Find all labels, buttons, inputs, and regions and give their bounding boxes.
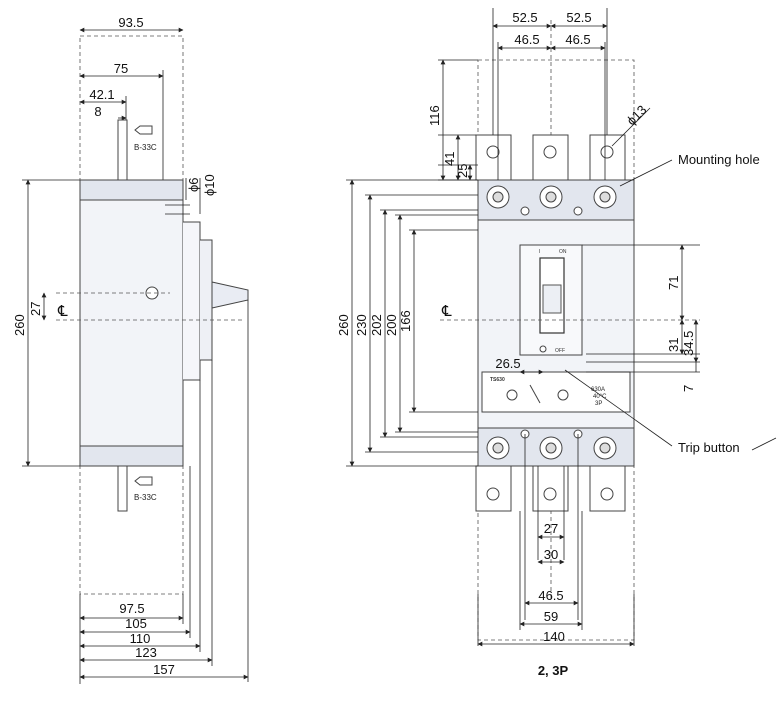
busbar-label-top: B-33C bbox=[134, 143, 157, 152]
handle-i-label: I bbox=[539, 249, 540, 255]
front-envelope bbox=[477, 59, 635, 641]
side-cover bbox=[183, 221, 201, 381]
side-dim-97-5: 97.5 bbox=[119, 601, 144, 616]
nameplate-temp: 40°C bbox=[593, 394, 607, 400]
front-view: I ON OFF TS630 630A 40°C 3P ℄ 52.5 52.5 … bbox=[336, 8, 777, 678]
front-dim-71: 71 bbox=[666, 276, 681, 290]
front-dim-top-52-5-right: 52.5 bbox=[566, 10, 591, 25]
front-dim-30: 30 bbox=[544, 547, 558, 562]
side-dim-123: 123 bbox=[135, 645, 157, 660]
trip-button bbox=[539, 345, 547, 353]
arrow-bolt-icon bbox=[134, 476, 153, 486]
nameplate-amps: 630A bbox=[591, 387, 605, 393]
side-dim-8: 8 bbox=[94, 104, 101, 119]
front-dim-260: 260 bbox=[336, 314, 351, 336]
busbar-label-bottom: B-33C bbox=[134, 493, 157, 502]
front-dim-top-52-5-left: 52.5 bbox=[512, 10, 537, 25]
front-dim-25: 25 bbox=[455, 164, 470, 178]
front-dim-202: 202 bbox=[369, 314, 384, 336]
side-dim-27: 27 bbox=[28, 302, 43, 316]
front-dim-230: 230 bbox=[354, 314, 369, 336]
front-dim-166: 166 bbox=[398, 310, 413, 332]
front-dim-34-5: 34.5 bbox=[681, 331, 696, 356]
side-dim-110: 110 bbox=[130, 631, 151, 646]
side-busbar-top bbox=[117, 119, 128, 181]
front-dim-phi13: ϕ13 bbox=[624, 102, 650, 128]
side-dim-105: 105 bbox=[125, 616, 147, 631]
side-cover-front bbox=[200, 239, 213, 361]
side-busbar-bottom bbox=[117, 465, 128, 512]
front-dim-59: 59 bbox=[544, 609, 558, 624]
front-centerline-symbol: ℄ bbox=[441, 303, 452, 320]
side-top-cap bbox=[79, 179, 184, 201]
side-view: 93.5 75 42.1 8 B-33C B-33C ϕ6 ϕ10 ℄ bbox=[12, 15, 249, 684]
side-dim-phi6: ϕ6 bbox=[186, 177, 201, 192]
side-dim-phi10: ϕ10 bbox=[202, 174, 217, 196]
nameplate bbox=[481, 371, 631, 413]
front-dim-31: 31 bbox=[666, 338, 681, 352]
nameplate-poles: 3P bbox=[595, 401, 602, 407]
front-dim-26-5: 26.5 bbox=[495, 356, 520, 371]
front-dim-top-46-5-left: 46.5 bbox=[514, 32, 539, 47]
front-dim-200: 200 bbox=[384, 314, 399, 336]
front-dim-27: 27 bbox=[544, 521, 558, 536]
side-dim-75: 75 bbox=[114, 61, 128, 76]
side-centerline-symbol: ℄ bbox=[57, 303, 68, 320]
front-dim-top-46-5-right: 46.5 bbox=[565, 32, 590, 47]
front-dim-41: 41 bbox=[442, 152, 457, 166]
mounting-hole-callout: Mounting hole bbox=[678, 152, 760, 167]
arrow-bolt-icon bbox=[134, 125, 153, 135]
side-bottom-cap bbox=[79, 445, 184, 467]
handle-on-label: ON bbox=[559, 249, 567, 255]
side-dim-157: 157 bbox=[153, 662, 175, 677]
side-dim-260: 260 bbox=[12, 314, 27, 336]
trip-button-callout: Trip button bbox=[678, 440, 740, 455]
figure-caption: 2, 3P bbox=[538, 663, 569, 678]
front-dim-46-5: 46.5 bbox=[538, 588, 563, 603]
nameplate-model: TS630 bbox=[490, 377, 505, 383]
side-handle bbox=[211, 281, 249, 309]
handle-off-label: OFF bbox=[555, 348, 565, 354]
side-dim-42-1: 42.1 bbox=[89, 87, 114, 102]
side-body bbox=[79, 179, 184, 467]
front-dim-116: 116 bbox=[427, 105, 442, 126]
front-dim-7: 7 bbox=[681, 385, 696, 392]
side-dim-93-5: 93.5 bbox=[118, 15, 143, 30]
front-dim-140: 140 bbox=[543, 629, 565, 644]
